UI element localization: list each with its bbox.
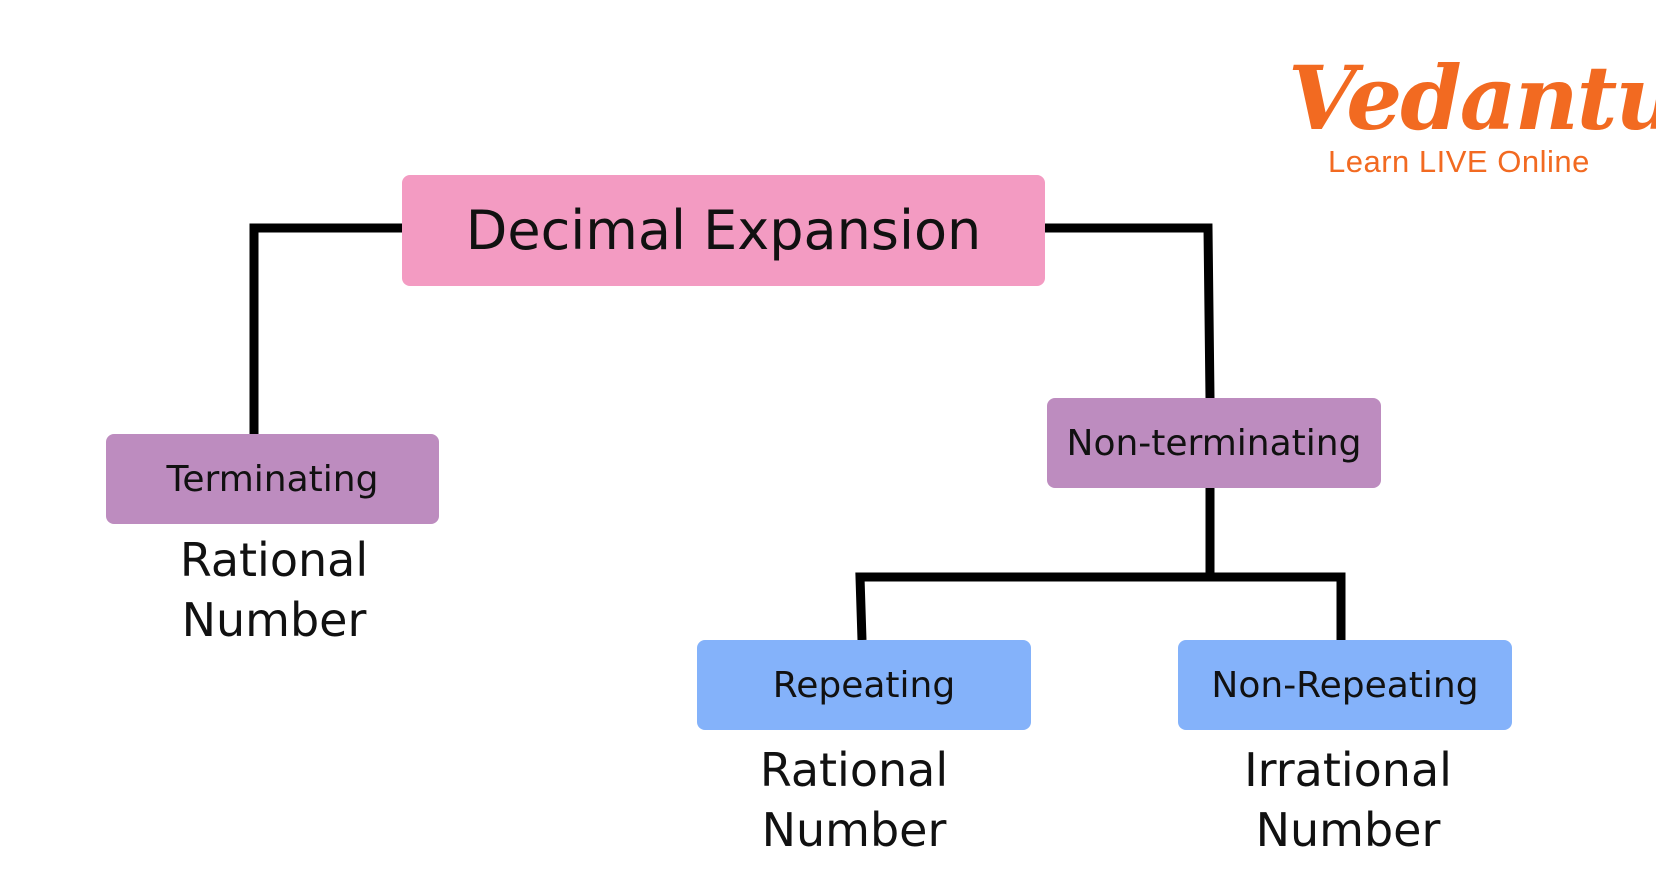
caption-non-repeating: Irrational Number bbox=[1168, 740, 1528, 860]
caption-line: Rational bbox=[759, 743, 949, 797]
caption-line: Number bbox=[1255, 803, 1441, 857]
node-label: Non-terminating bbox=[1066, 422, 1362, 464]
connector-nonterminating-to-branches bbox=[855, 488, 1346, 641]
caption-line: Number bbox=[181, 593, 367, 647]
node-label: Repeating bbox=[772, 664, 956, 706]
vedantu-logo: Vedantu Learn LIVE Online bbox=[1288, 50, 1656, 190]
logo-tagline: Learn LIVE Online bbox=[1328, 144, 1590, 179]
node-terminating: Terminating bbox=[106, 434, 439, 524]
node-non-terminating: Non-terminating bbox=[1047, 398, 1381, 488]
caption-line: Irrational bbox=[1244, 743, 1452, 797]
node-label: Terminating bbox=[166, 458, 379, 500]
node-label: Non-Repeating bbox=[1211, 664, 1479, 706]
node-non-repeating: Non-Repeating bbox=[1178, 640, 1512, 730]
caption-line: Rational bbox=[179, 533, 369, 587]
connector-root-to-nonterminating bbox=[1045, 223, 1215, 399]
caption-repeating: Rational Number bbox=[674, 740, 1034, 860]
caption-line: Number bbox=[761, 803, 947, 857]
node-decimal-expansion: Decimal Expansion bbox=[402, 175, 1045, 286]
caption-terminating: Rational Number bbox=[94, 530, 454, 650]
logo-wordmark: Vedantu bbox=[1288, 46, 1656, 150]
node-repeating: Repeating bbox=[697, 640, 1031, 730]
node-label: Decimal Expansion bbox=[465, 199, 982, 262]
connector-root-to-terminating bbox=[249, 223, 402, 434]
